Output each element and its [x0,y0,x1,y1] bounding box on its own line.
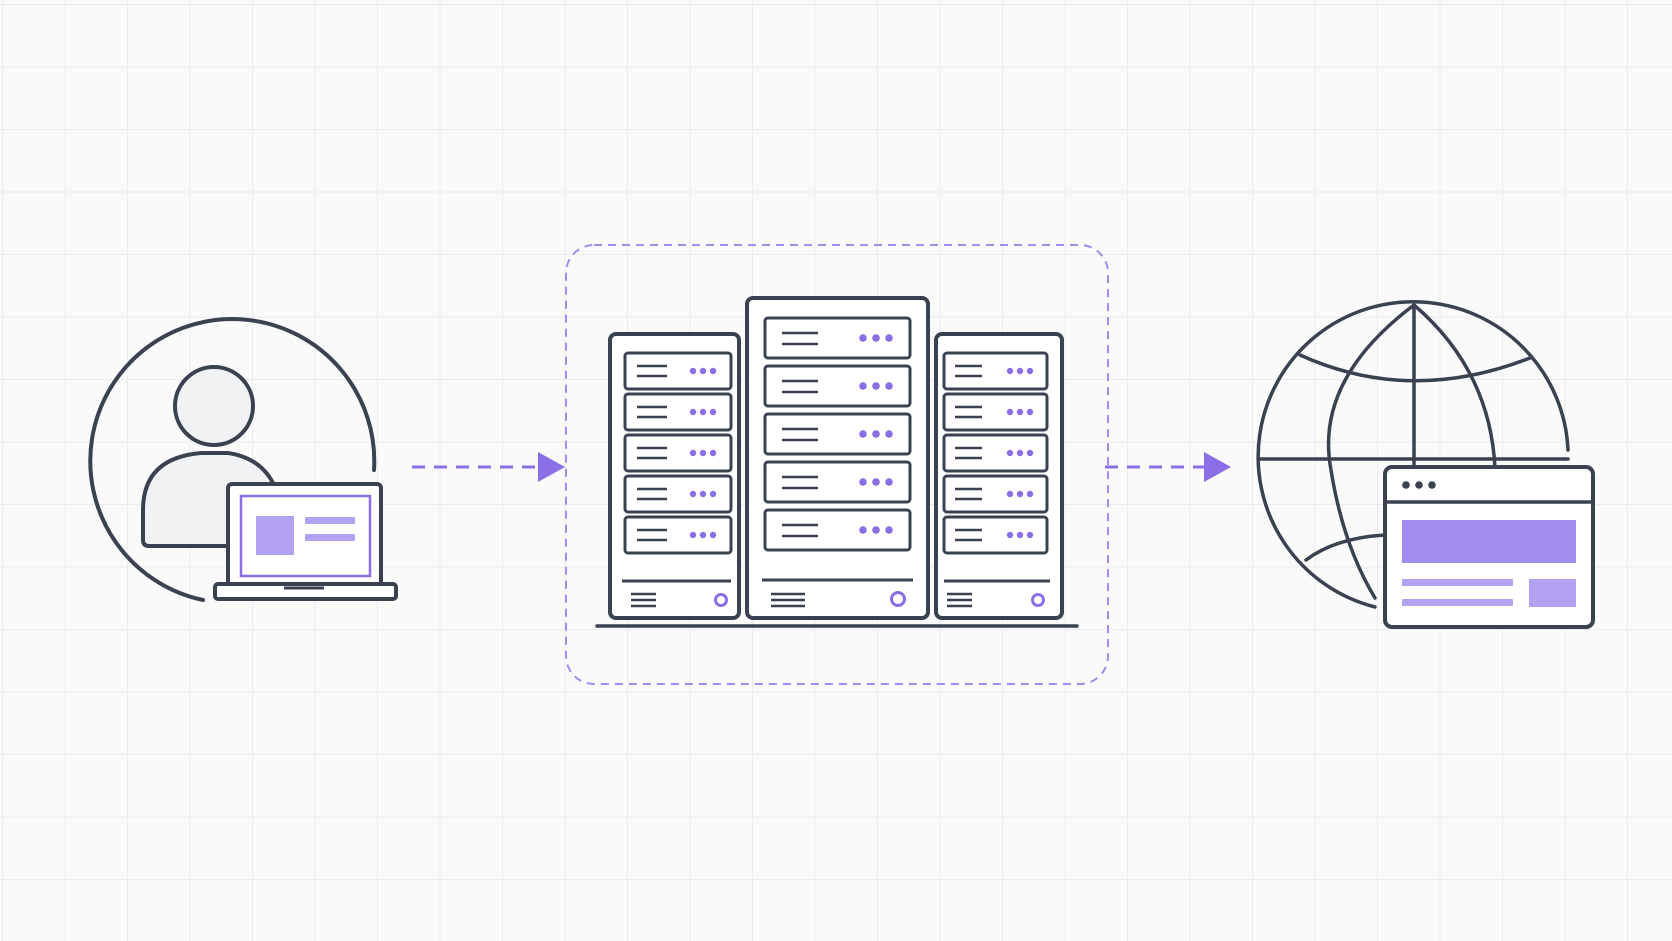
laptop-image-block [256,516,294,555]
laptop-text-line [305,534,355,541]
server-rack-right [934,332,1064,620]
laptop-base [213,582,398,601]
globe-icon [1256,300,1570,609]
window-dot-icon [1415,481,1423,489]
arrow-user-to-servers [412,452,565,482]
server-group-boundary [565,244,1109,685]
server-unit [763,316,912,360]
server-unit [942,515,1049,555]
web-node [1256,300,1595,629]
server-unit [763,508,912,552]
rack-vent-icon [947,592,972,608]
server-unit [623,515,733,555]
browser-text-line [1402,579,1513,586]
server-unit [942,433,1049,473]
user-node [88,317,398,602]
server-unit [763,412,912,456]
user-circle-outline [88,317,377,602]
browser-side-block [1529,579,1576,607]
server-unit [623,351,733,391]
server-rack-center [745,296,930,620]
server-unit [942,392,1049,432]
browser-text-line [1402,599,1513,606]
server-unit [763,364,912,408]
server-unit [623,474,733,514]
server-unit [942,474,1049,514]
arrow-servers-to-web [1105,452,1231,482]
browser-hero-block [1402,520,1576,563]
server-unit [942,351,1049,391]
laptop-text-line [305,517,355,524]
server-unit [623,392,733,432]
server-cluster [565,244,1109,685]
server-unit [623,433,733,473]
laptop-icon [213,482,398,601]
power-indicator-icon [714,593,728,607]
server-rack-left [608,332,741,620]
power-indicator-icon [1031,593,1045,607]
rack-vent-icon [631,592,656,608]
power-indicator-icon [890,591,906,607]
browser-window-icon [1383,465,1595,629]
server-unit [763,460,912,504]
rack-vent-icon [771,592,805,608]
window-dot-icon [1428,481,1436,489]
window-dot-icon [1402,481,1410,489]
